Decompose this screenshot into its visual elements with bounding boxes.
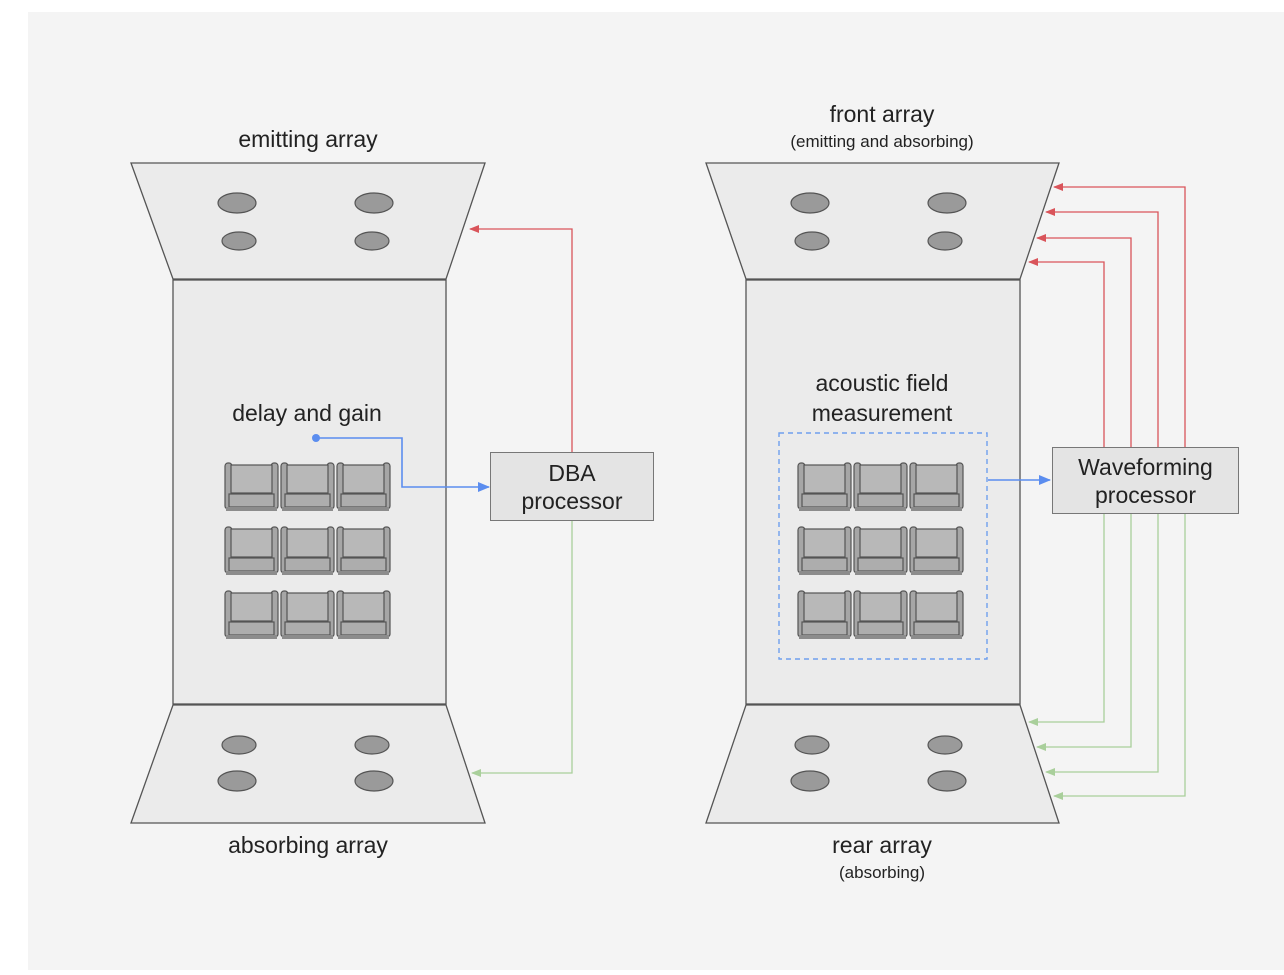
seat-icon bbox=[853, 526, 908, 576]
measurement-label: measurement bbox=[811, 400, 953, 426]
dba-processor-line2: processor bbox=[521, 487, 623, 514]
left-room bbox=[130, 162, 573, 824]
seat-icon bbox=[336, 462, 391, 512]
rear-array-label: rear array bbox=[832, 832, 932, 858]
speaker-icon bbox=[221, 735, 257, 755]
speaker-icon bbox=[794, 735, 830, 755]
speaker-icon bbox=[221, 231, 257, 251]
delay-and-gain-label: delay and gain bbox=[232, 400, 382, 426]
waveform-output-arrow-3 bbox=[1036, 234, 1132, 447]
seat-icon bbox=[224, 590, 279, 640]
speaker-icon bbox=[354, 735, 390, 755]
dba-absorbing-signal-arrow bbox=[471, 521, 573, 777]
measurement-zone-dashed-box bbox=[778, 432, 988, 660]
speaker-icon bbox=[794, 231, 830, 251]
front-array-panel bbox=[705, 162, 1060, 280]
left-emitting-array-panel bbox=[130, 162, 486, 280]
seat-icon bbox=[797, 462, 852, 512]
rear-array-panel bbox=[705, 704, 1060, 824]
seat-icon bbox=[280, 462, 335, 512]
seat-icon bbox=[909, 462, 964, 512]
speaker-icon bbox=[354, 231, 390, 251]
left-seating-block bbox=[224, 462, 391, 640]
speaker-icon bbox=[790, 192, 830, 214]
seat-icon bbox=[336, 590, 391, 640]
seat-icon bbox=[280, 526, 335, 576]
left-absorbing-array-panel bbox=[130, 704, 486, 824]
waveforming-processor-box: Waveforming processor bbox=[1052, 447, 1239, 514]
waveform-absorb-arrow-4 bbox=[1053, 514, 1186, 800]
seat-icon bbox=[224, 526, 279, 576]
speaker-icon bbox=[217, 770, 257, 792]
waveforming-processor-line2: processor bbox=[1095, 481, 1196, 508]
seat-icon bbox=[797, 590, 852, 640]
waveform-output-arrow-1 bbox=[1053, 183, 1186, 447]
seat-icon bbox=[336, 526, 391, 576]
seat-icon bbox=[280, 590, 335, 640]
speaker-icon bbox=[217, 192, 257, 214]
seat-icon bbox=[909, 590, 964, 640]
seat-icon bbox=[853, 462, 908, 512]
seat-icon bbox=[909, 526, 964, 576]
speaker-icon bbox=[354, 770, 394, 792]
speaker-icon bbox=[927, 231, 963, 251]
speaker-icon bbox=[927, 770, 967, 792]
right-room bbox=[705, 162, 1186, 824]
waveform-absorb-arrow-3 bbox=[1045, 514, 1159, 776]
seat-icon bbox=[797, 526, 852, 576]
dba-processor-box: DBA processor bbox=[490, 452, 654, 521]
acoustic-field-label: acoustic field bbox=[815, 370, 949, 396]
speaker-icon bbox=[927, 192, 967, 214]
dba-processor-line1: DBA bbox=[548, 459, 596, 486]
waveform-output-arrow-2 bbox=[1045, 208, 1159, 447]
speaker-icon bbox=[790, 770, 830, 792]
absorbing-array-label: absorbing array bbox=[228, 832, 388, 858]
seat-icon bbox=[224, 462, 279, 512]
waveform-absorb-arrow-2 bbox=[1036, 514, 1132, 751]
speaker-icon bbox=[354, 192, 394, 214]
front-array-sublabel: (emitting and absorbing) bbox=[790, 132, 974, 151]
speaker-icon bbox=[927, 735, 963, 755]
waveform-absorb-arrow-1 bbox=[1028, 514, 1105, 726]
delay-gain-signal-arrow bbox=[316, 437, 490, 492]
seat-icon bbox=[853, 590, 908, 640]
rear-array-sublabel: (absorbing) bbox=[839, 863, 925, 882]
waveform-output-arrow-4 bbox=[1028, 258, 1105, 447]
emitting-array-label: emitting array bbox=[238, 126, 378, 152]
waveforming-processor-line1: Waveforming bbox=[1078, 453, 1213, 480]
dba-output-signal-arrow bbox=[469, 225, 573, 452]
front-array-label: front array bbox=[829, 101, 935, 127]
right-seating-block bbox=[797, 462, 964, 640]
